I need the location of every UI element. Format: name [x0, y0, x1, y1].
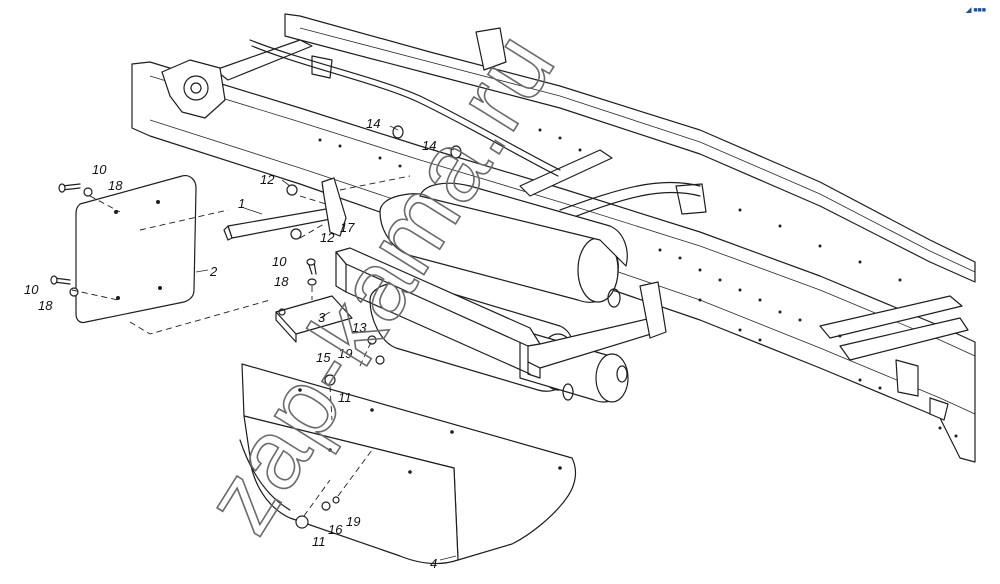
label-part-4: 4: [430, 556, 437, 571]
corner-mark: ◢ ■■■: [965, 7, 986, 14]
label-part-3: 3: [318, 310, 326, 325]
part-1-bracket-bar[interactable]: [223, 177, 347, 241]
label-part-14-right: 14: [422, 138, 436, 153]
label-part-19-lower: 19: [346, 514, 360, 529]
label-part-10-lower: 10: [24, 282, 39, 297]
label-part-17: 17: [340, 220, 355, 235]
part-3-small-bracket[interactable]: [275, 295, 353, 343]
label-part-2: 2: [209, 264, 218, 279]
callout-labels: 1 2 3 4 10 10 10 11 11 12 12 13 14 14 15…: [24, 116, 437, 571]
label-part-11-lower: 11: [312, 534, 326, 549]
label-part-18-lower: 18: [38, 298, 53, 313]
part-4-shield[interactable]: [239, 363, 577, 565]
label-part-18-middle: 18: [274, 274, 289, 289]
label-part-16: 16: [328, 522, 343, 537]
label-part-14-left: 14: [366, 116, 380, 131]
leader-lines: [195, 125, 457, 561]
part-2-plate[interactable]: [75, 175, 197, 324]
label-part-12-lower: 12: [320, 230, 335, 245]
label-part-10-upper: 10: [92, 162, 107, 177]
label-part-1: 1: [238, 196, 245, 211]
assembly-lines: [71, 175, 411, 517]
label-part-18-upper: 18: [108, 178, 123, 193]
frame-rivets: [318, 128, 958, 438]
label-part-12-upper: 12: [260, 172, 275, 187]
label-part-11-middle: 11: [338, 390, 352, 405]
label-part-19-middle: 19: [338, 346, 352, 361]
label-part-15: 15: [316, 350, 331, 365]
cylinder-cradle: [335, 247, 667, 379]
label-part-10-middle: 10: [272, 254, 287, 269]
label-part-13: 13: [352, 320, 367, 335]
fasteners: [50, 125, 462, 529]
